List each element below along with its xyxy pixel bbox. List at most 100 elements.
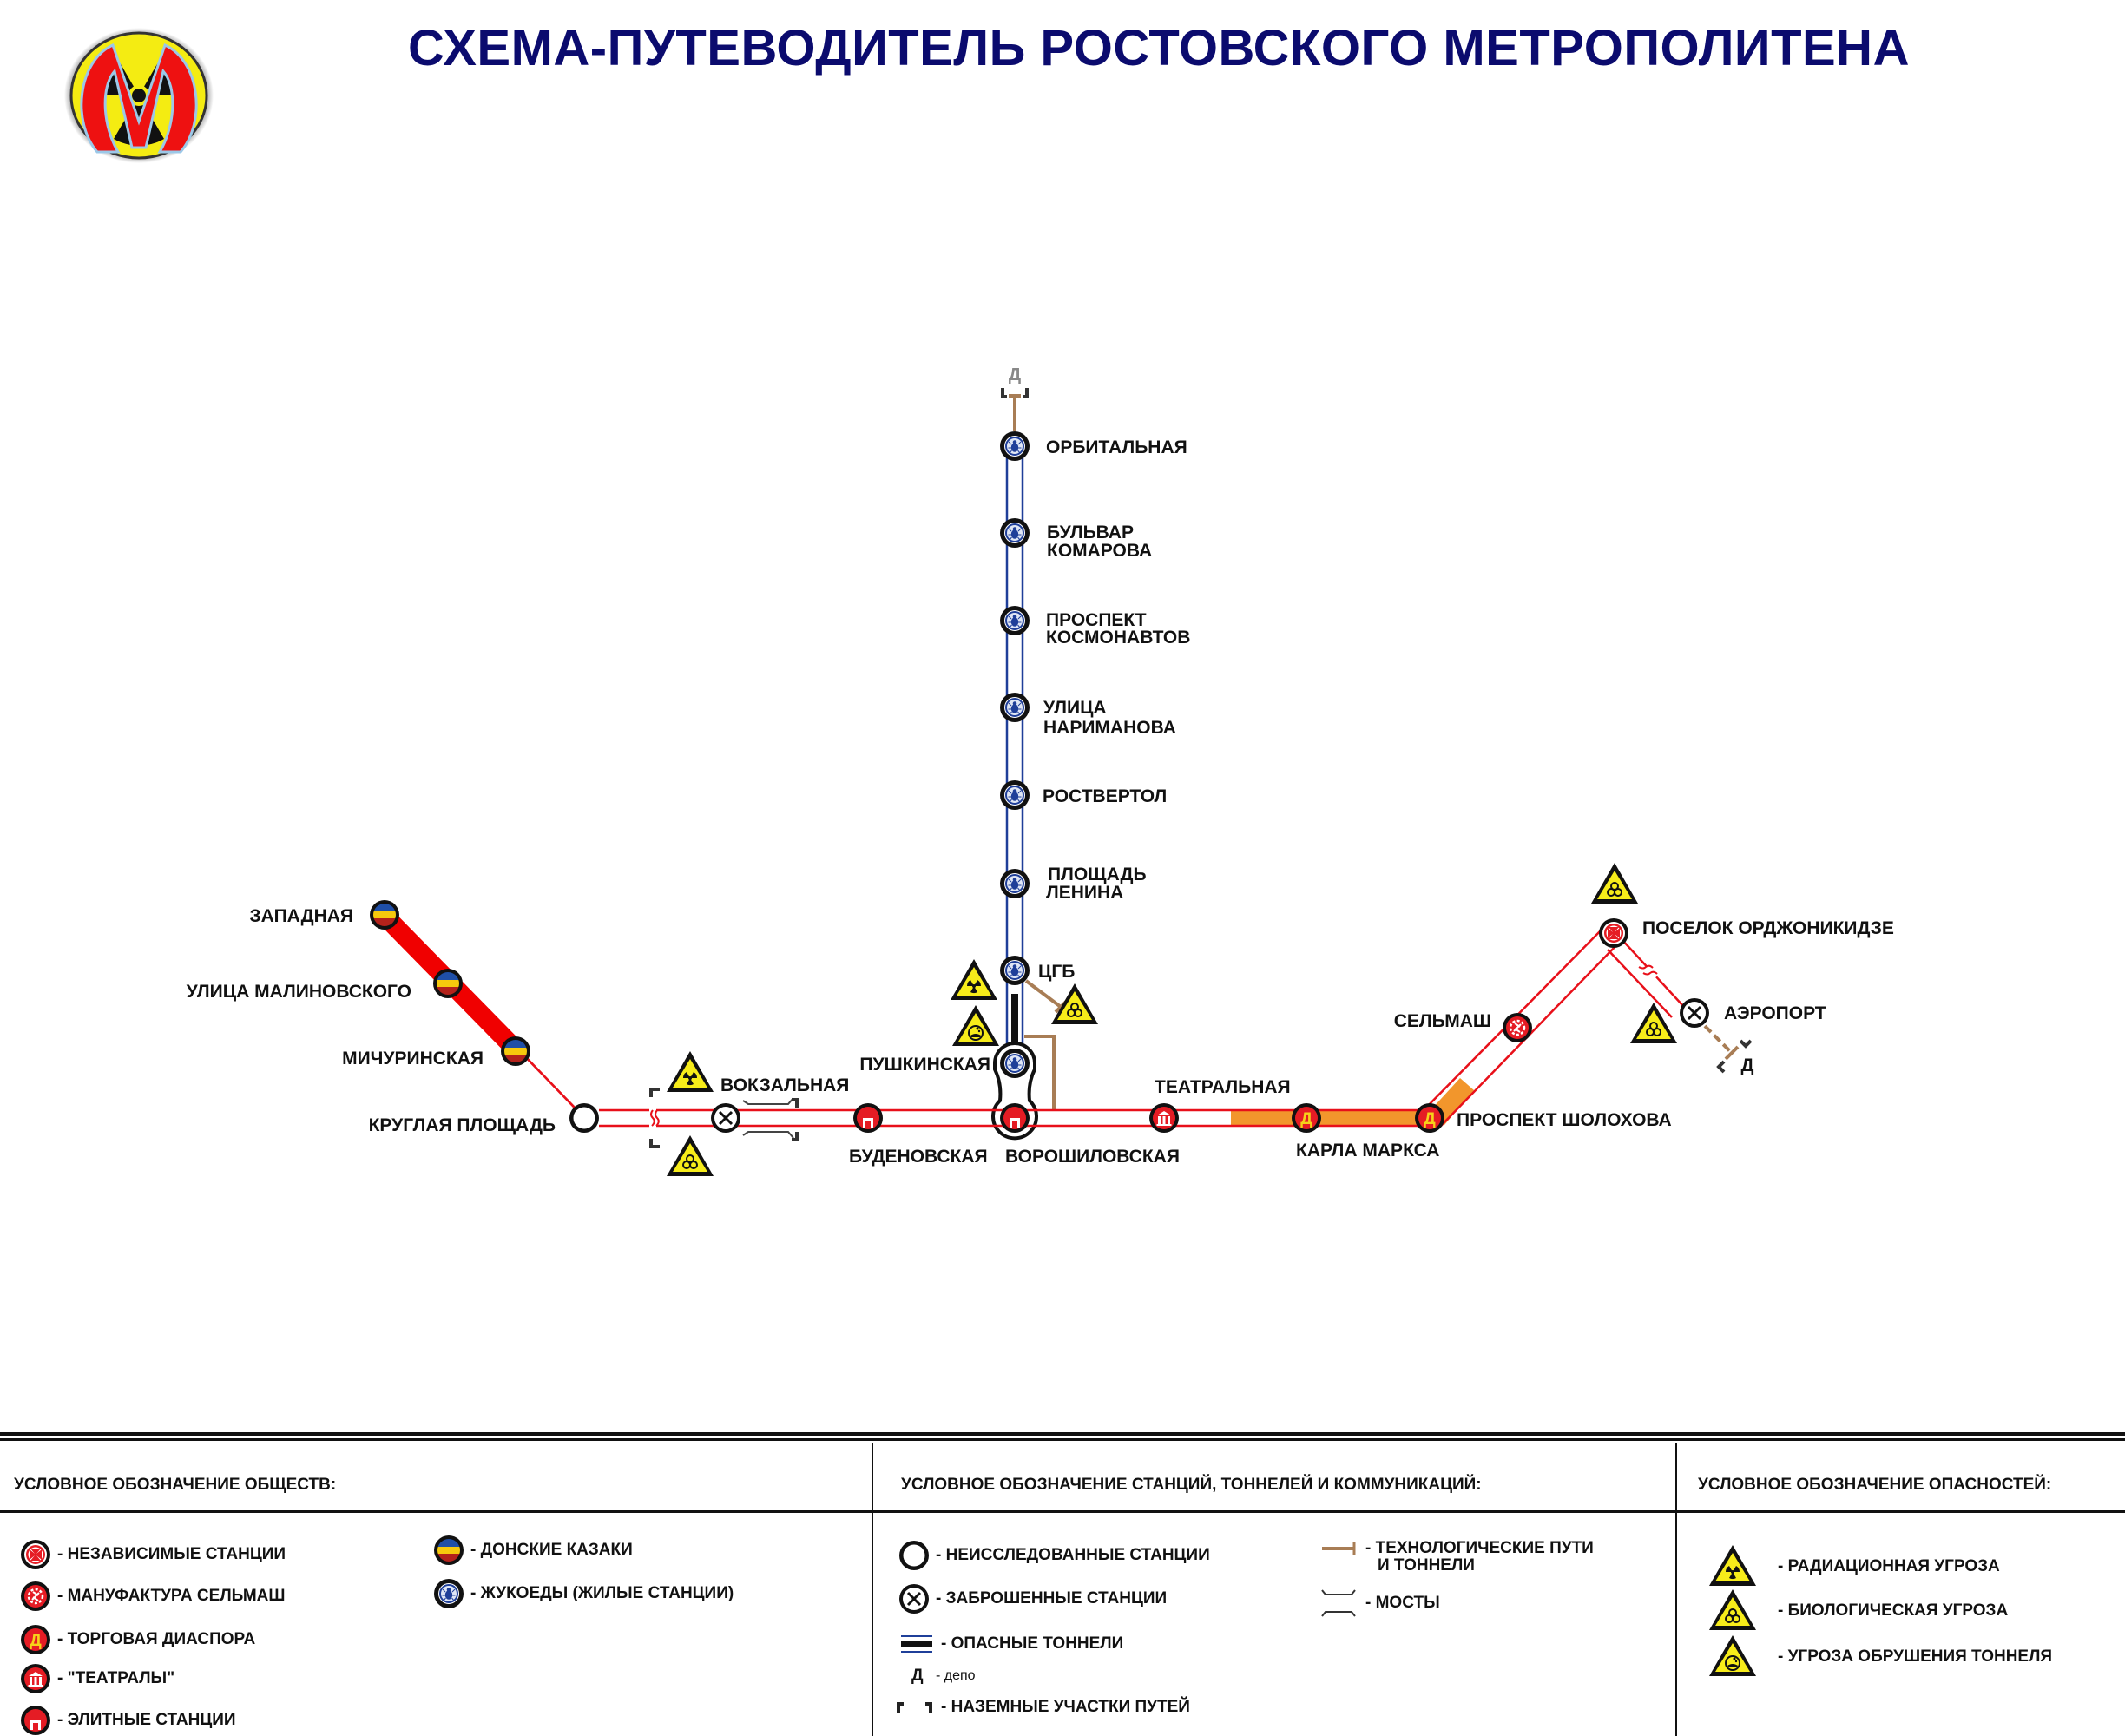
- north-line: Д: [1001, 365, 1029, 1050]
- elite-station-icon: [21, 1706, 50, 1735]
- radiation-hazard-icon: [1707, 1544, 1759, 1589]
- station-label: ВОРОШИЛОВСКАЯ: [1005, 1147, 1180, 1167]
- legend-item: - ТЕХНОЛОГИЧЕСКИЕ ПУТИ И ТОННЕЛИ: [1320, 1540, 1594, 1575]
- legend-item: - НЕЗАВИСИМЫЕ СТАНЦИИ: [21, 1540, 286, 1569]
- legend-societies: УСЛОВНОЕ ОБОЗНАЧЕНИЕ ОБЩЕСТВ: - НЕЗАВИСИ…: [0, 1443, 872, 1736]
- station-label: ПРОСПЕКТ ШОЛОХОВА: [1457, 1110, 1672, 1130]
- biohazard-icon: [1591, 863, 1638, 904]
- station-label: ОРБИТАЛЬНАЯ: [1046, 437, 1188, 457]
- station-vokzalnaya[interactable]: [709, 1101, 742, 1134]
- independent-station-icon: [21, 1540, 50, 1569]
- tunnel-collapse-icon: [1707, 1634, 1759, 1680]
- legend-item: - МАНУФАКТУРА СЕЛЬМАШ: [21, 1581, 285, 1611]
- station-label: ЗАПАДНАЯ: [250, 906, 353, 926]
- station-label: РОСТВЕРТОЛ: [1043, 786, 1167, 806]
- legend: УСЛОВНОЕ ОБОЗНАЧЕНИЕ ОБЩЕСТВ: - НЕЗАВИСИ…: [0, 1432, 2125, 1736]
- tunnel-collapse-icon: [952, 1005, 999, 1046]
- station-label: УЛИЦА МАЛИНОВСКОГО: [187, 982, 411, 1002]
- station-prospekt-kosmonavtov[interactable]: [999, 605, 1030, 636]
- dangerous-tunnel-bar: [1011, 994, 1018, 1042]
- station-label: ПОСЕЛОК ОРДЖОНИКИДЗЕ: [1642, 918, 1894, 938]
- station-ulitsa-malinovskogo[interactable]: [433, 969, 463, 998]
- legend-item: - ЖУКОЕДЫ (ЖИЛЫЕ СТАНЦИИ): [434, 1579, 734, 1608]
- legend-hazards: УСЛОВНОЕ ОБОЗНАЧЕНИЕ ОПАСНОСТЕЙ: - РАДИА…: [1675, 1443, 2125, 1736]
- station-label: ПРОСПЕКТ: [1046, 610, 1147, 630]
- station-label: БУЛЬВАР: [1047, 523, 1134, 542]
- cossack-flag-icon: [434, 1535, 464, 1565]
- station-tsgb[interactable]: [999, 955, 1030, 986]
- station-label: ПЛОЩАДЬ: [1048, 865, 1147, 884]
- station-poselok-ordzhonikidze[interactable]: [1599, 918, 1628, 948]
- biohazard-icon: [1630, 1003, 1677, 1043]
- legend-label: - ТЕХНОЛОГИЧЕСКИЕ ПУТИ: [1365, 1539, 1594, 1557]
- ground-section-bracket: [1001, 388, 1029, 398]
- station-label: КАРЛА МАРКСА: [1296, 1141, 1439, 1161]
- legend-item: - УГРОЗА ОБРУШЕНИЯ ТОННЕЛЯ: [1707, 1634, 2052, 1680]
- dangerous-tunnel-icon: [901, 1635, 932, 1653]
- radiation-hazard-icon: [951, 959, 997, 1000]
- legend-item: - ДОНСКИЕ КАЗАКИ: [434, 1535, 633, 1565]
- bridge-icon: [1321, 1589, 1356, 1617]
- abandoned-station-icon: [899, 1584, 929, 1614]
- station-prospekt-sholokhova[interactable]: [1415, 1103, 1444, 1133]
- ground-section-icon: [897, 1702, 932, 1713]
- station-selmash[interactable]: [1501, 1011, 1534, 1044]
- station-rostvertol[interactable]: [999, 779, 1030, 811]
- station-label: НАРИМАНОВА: [1043, 718, 1176, 738]
- station-label: КОМАРОВА: [1047, 541, 1152, 561]
- legend-stations: УСЛОВНОЕ ОБОЗНАЧЕНИЕ СТАНЦИЙ, ТОННЕЛЕЙ И…: [872, 1443, 1677, 1736]
- legend-label: И ТОННЕЛИ: [1378, 1556, 1475, 1575]
- beetle-icon: [434, 1579, 464, 1608]
- theatre-icon: [21, 1664, 50, 1693]
- legend-item: Д - депо: [911, 1667, 976, 1685]
- tech-path: [1024, 1035, 1056, 1109]
- selmash-gear-icon: [21, 1581, 50, 1611]
- station-label: СЕЛЬМАШ: [1394, 1011, 1491, 1031]
- legend-item: - РАДИАЦИОННАЯ УГРОЗА: [1707, 1544, 2000, 1589]
- legend-item: - НАЗЕМНЫЕ УЧАСТКИ ПУТЕЙ: [896, 1699, 1190, 1716]
- station-label: УЛИЦА: [1043, 698, 1107, 718]
- station-voroshilovskaya[interactable]: [1000, 1103, 1030, 1133]
- trade-diaspora-icon: [21, 1625, 50, 1654]
- depot-icon: Д: [911, 1667, 924, 1685]
- station-zapadnaya[interactable]: [370, 900, 399, 930]
- cossack-line: [377, 908, 592, 1126]
- legend-heading: УСЛОВНОЕ ОБОЗНАЧЕНИЕ ОПАСНОСТЕЙ:: [1698, 1476, 2052, 1494]
- legend-heading: УСЛОВНОЕ ОБОЗНАЧЕНИЕ СТАНЦИЙ, ТОННЕЛЕЙ И…: [901, 1476, 1482, 1494]
- station-budenovskaya[interactable]: [853, 1103, 883, 1133]
- station-karla-marksa[interactable]: [1292, 1103, 1321, 1133]
- station-ploshchad-lenina[interactable]: [999, 868, 1030, 899]
- station-label: КРУГЛАЯ ПЛОЩАДЬ: [369, 1115, 556, 1135]
- station-label: ПУШКИНСКАЯ: [859, 1055, 990, 1075]
- biohazard-icon: [1707, 1588, 1759, 1634]
- unexplored-station-icon: [899, 1541, 929, 1570]
- station-label: ЦГБ: [1038, 962, 1075, 982]
- station-teatralnaya[interactable]: [1149, 1103, 1179, 1133]
- station-orbitalnaya[interactable]: [999, 431, 1030, 462]
- legend-item: - ЗАБРОШЕННЫЕ СТАНЦИИ: [899, 1584, 1167, 1614]
- legend-item: - МОСТЫ: [1320, 1588, 1440, 1618]
- metro-logo-icon: [64, 28, 214, 163]
- tech-path: [1024, 979, 1062, 1009]
- legend-item: - БИОЛОГИЧЕСКАЯ УГРОЗА: [1707, 1588, 2008, 1634]
- legend-item: - ОПАСНЫЕ ТОННЕЛИ: [899, 1634, 1123, 1654]
- radiation-hazard-icon: [667, 1051, 714, 1092]
- station-pushkinskaya[interactable]: [999, 1048, 1030, 1079]
- tech-path-icon: [1322, 1542, 1356, 1555]
- metro-map: Д: [187, 365, 1894, 1424]
- station-label: ТЕАТРАЛЬНАЯ: [1155, 1077, 1291, 1097]
- station-michurinskaya[interactable]: [501, 1036, 530, 1066]
- station-label: АЭРОПОРТ: [1724, 1003, 1826, 1023]
- legend-item: - "ТЕАТРАЛЫ": [21, 1664, 174, 1693]
- station-bulvar-komarova[interactable]: [999, 517, 1030, 549]
- station-ulitsa-narimanova[interactable]: [999, 692, 1030, 723]
- station-label: БУДЕНОВСКАЯ: [849, 1147, 988, 1167]
- legend-item: - ЭЛИТНЫЕ СТАНЦИИ: [21, 1706, 236, 1735]
- depot-label-east: Д: [1741, 1055, 1754, 1075]
- station-label: ЛЕНИНА: [1046, 883, 1123, 903]
- station-aeroport[interactable]: [1678, 996, 1711, 1029]
- station-kruglaya-ploshchad[interactable]: [569, 1103, 599, 1133]
- depot-label-north: Д: [1009, 365, 1021, 385]
- station-label: КОСМОНАВТОВ: [1046, 628, 1190, 648]
- legend-heading: УСЛОВНОЕ ОБОЗНАЧЕНИЕ ОБЩЕСТВ:: [14, 1476, 337, 1494]
